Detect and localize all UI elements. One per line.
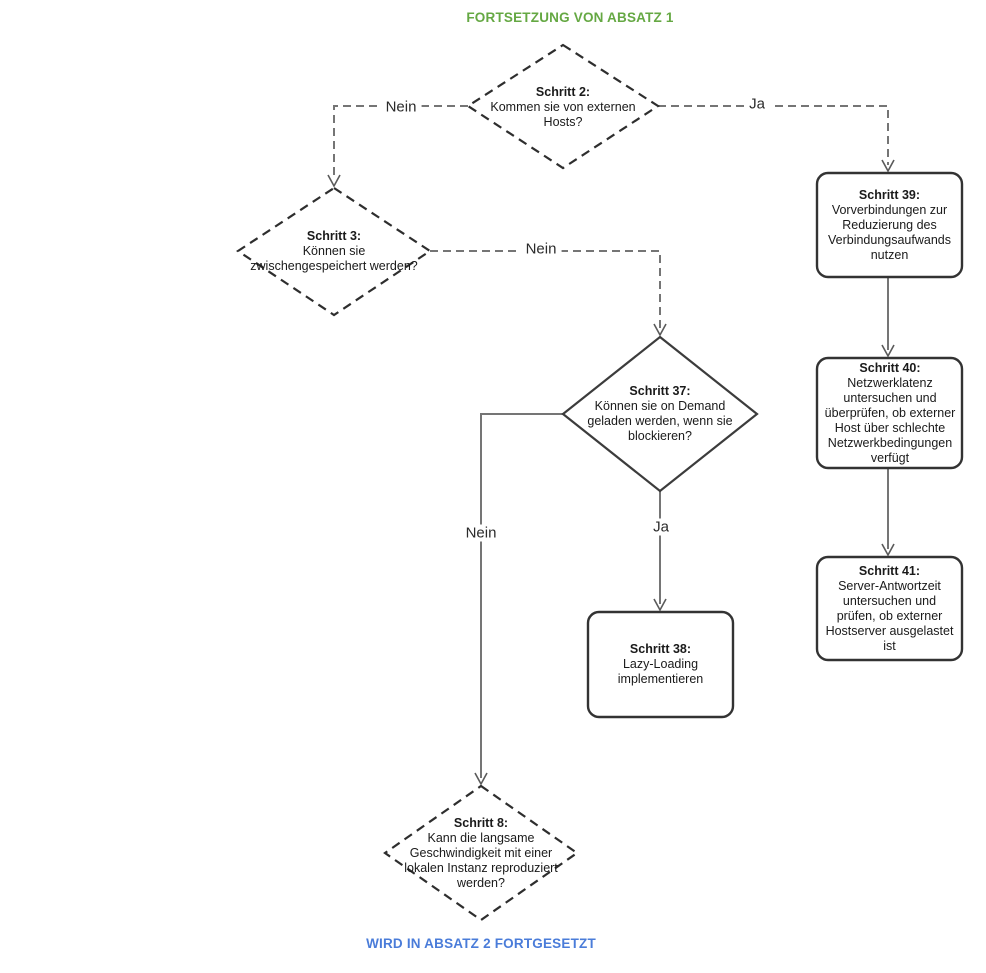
node-text: Können sie on Demand geladen werden, wen… bbox=[587, 399, 733, 443]
edge-label-schritt3-nein: Nein bbox=[520, 240, 562, 258]
process-schritt41-shape bbox=[815, 555, 964, 662]
node-title: Schritt 8: bbox=[453, 815, 509, 830]
node-title: Schritt 2: bbox=[535, 84, 591, 99]
node-text: Vorverbindungen zur Reduzierung des Verb… bbox=[827, 202, 951, 262]
decision-schritt8-shape bbox=[383, 784, 579, 922]
process-schritt40-label: Schritt 40: Netzwerklatenz untersuchen u… bbox=[820, 361, 960, 465]
continuation-footer: WIRD IN ABSATZ 2 FORTGESETZT bbox=[366, 936, 596, 951]
node-title: Schritt 3: bbox=[306, 228, 362, 243]
process-schritt38-shape bbox=[586, 610, 735, 719]
arrowhead-into-schritt3 bbox=[327, 174, 341, 188]
node-title: Schritt 41: bbox=[858, 563, 921, 578]
decision-schritt8-label: Schritt 8: Kann die langsame Geschwindig… bbox=[391, 803, 571, 903]
process-schritt38-label: Schritt 38: Lazy-Loading implementieren bbox=[593, 617, 728, 712]
decision-schritt2-shape bbox=[465, 43, 661, 170]
arrowhead-into-schritt37 bbox=[653, 323, 667, 337]
decision-schritt3-shape bbox=[236, 186, 432, 317]
arrowhead-into-schritt41 bbox=[881, 543, 895, 557]
process-schritt39-label: Schritt 39: Vorverbindungen zur Reduzier… bbox=[822, 178, 957, 272]
arrowhead-into-schritt40 bbox=[881, 344, 895, 358]
edge-label-schritt2-ja: Ja bbox=[744, 95, 770, 113]
edge-schritt2-nein bbox=[333, 105, 468, 178]
decision-schritt37-label: Schritt 37: Können sie on Demand geladen… bbox=[575, 364, 745, 464]
node-text: Können sie zwischengespeichert werden? bbox=[250, 243, 418, 273]
node-text: Server-Antwortzeit untersuchen und prüfe… bbox=[825, 578, 954, 653]
node-text: Lazy-Loading implementieren bbox=[617, 657, 704, 686]
arrowhead-into-schritt38 bbox=[653, 598, 667, 612]
edge-label-schritt2-nein: Nein bbox=[380, 98, 422, 116]
edge-label-schritt37-nein: Nein bbox=[460, 524, 502, 542]
arrowhead-into-schritt8 bbox=[474, 772, 488, 786]
edge-label-schritt37-ja: Ja bbox=[648, 518, 674, 536]
node-text: Kommen sie von externen Hosts? bbox=[490, 99, 636, 129]
node-title: Schritt 39: bbox=[858, 187, 921, 202]
decision-schritt3-label: Schritt 3: Können sie zwischengespeicher… bbox=[249, 201, 419, 301]
edge-schritt2-ja bbox=[658, 105, 889, 165]
process-schritt40-shape bbox=[815, 356, 964, 470]
node-title: Schritt 38: bbox=[629, 642, 692, 656]
edge-schritt37-nein bbox=[480, 413, 563, 778]
edge-schritt3-nein bbox=[430, 250, 661, 329]
decision-schritt2-label: Schritt 2: Kommen sie von externen Hosts… bbox=[478, 57, 648, 157]
process-schritt39-shape bbox=[815, 171, 964, 279]
node-title: Schritt 37: bbox=[629, 384, 691, 398]
decision-schritt37-shape bbox=[561, 335, 759, 493]
node-title: Schritt 40: bbox=[859, 360, 921, 375]
node-text: Netzwerklatenz untersuchen und überprüfe… bbox=[824, 375, 956, 465]
process-schritt41-label: Schritt 41: Server-Antwortzeit untersuch… bbox=[822, 561, 957, 656]
arrowhead-into-schritt39 bbox=[881, 159, 895, 173]
node-text: Kann die langsame Geschwindigkeit mit ei… bbox=[404, 830, 558, 890]
continuation-header: FORTSETZUNG VON ABSATZ 1 bbox=[466, 10, 674, 25]
